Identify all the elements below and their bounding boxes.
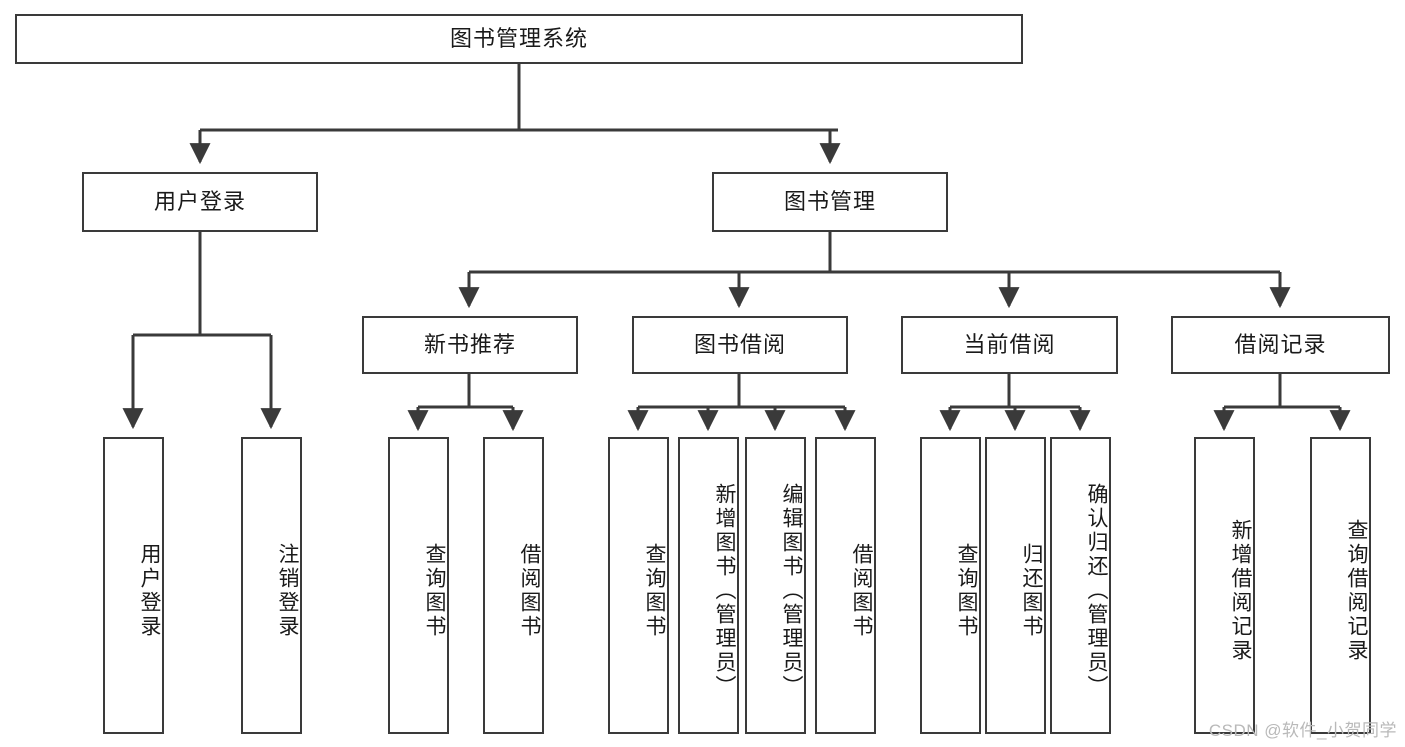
node-borrow-record[interactable]: 借阅记录 [1171, 316, 1390, 374]
node-label: 查询图书 [423, 542, 446, 639]
node-label: 新书推荐 [423, 332, 516, 358]
leaf-record-query-record[interactable]: 查询借阅记录 [1310, 437, 1371, 734]
node-label: 编辑图书（管理员） [780, 482, 803, 699]
leaf-user-login-signin[interactable]: 用户登录 [103, 437, 164, 734]
node-book-management[interactable]: 图书管理 [712, 172, 948, 232]
node-label: 新增借阅记录 [1229, 518, 1252, 663]
leaf-recommend-borrow-book[interactable]: 借阅图书 [483, 437, 544, 734]
leaf-borrow-borrow-book[interactable]: 借阅图书 [815, 437, 876, 734]
node-root-system[interactable]: 图书管理系统 [15, 14, 1023, 64]
node-label: 图书管理系统 [449, 26, 588, 52]
leaf-current-query-book[interactable]: 查询图书 [920, 437, 981, 734]
node-label: 查询图书 [643, 542, 666, 639]
leaf-user-login-signout[interactable]: 注销登录 [241, 437, 302, 734]
node-label: 查询图书 [955, 542, 978, 639]
leaf-borrow-add-book-admin[interactable]: 新增图书（管理员） [678, 437, 739, 734]
leaf-current-return-book[interactable]: 归还图书 [985, 437, 1046, 734]
node-label: 用户登录 [138, 542, 161, 639]
node-label: 用户登录 [153, 189, 246, 215]
node-label: 借阅图书 [850, 542, 873, 639]
csdn-watermark: CSDN @软件_小贺同学 [1208, 721, 1397, 740]
leaf-borrow-edit-book-admin[interactable]: 编辑图书（管理员） [745, 437, 806, 734]
node-label: 图书管理 [783, 189, 876, 215]
leaf-recommend-query-book[interactable]: 查询图书 [388, 437, 449, 734]
node-label: 归还图书 [1020, 542, 1043, 639]
node-label: 注销登录 [276, 542, 299, 639]
node-label: 图书借阅 [693, 332, 786, 358]
leaf-borrow-query-book[interactable]: 查询图书 [608, 437, 669, 734]
node-label: 新增图书（管理员） [713, 482, 736, 699]
node-new-book-recommend[interactable]: 新书推荐 [362, 316, 578, 374]
node-label: 确认归还（管理员） [1085, 482, 1108, 699]
leaf-record-add-record[interactable]: 新增借阅记录 [1194, 437, 1255, 734]
leaf-current-confirm-return-admin[interactable]: 确认归还（管理员） [1050, 437, 1111, 734]
node-label: 借阅图书 [518, 542, 541, 639]
node-label: 借阅记录 [1234, 332, 1327, 358]
node-current-borrow[interactable]: 当前借阅 [901, 316, 1118, 374]
node-label: 当前借阅 [963, 332, 1056, 358]
node-book-borrow[interactable]: 图书借阅 [632, 316, 848, 374]
node-label: 查询借阅记录 [1345, 518, 1368, 663]
node-user-login[interactable]: 用户登录 [82, 172, 318, 232]
